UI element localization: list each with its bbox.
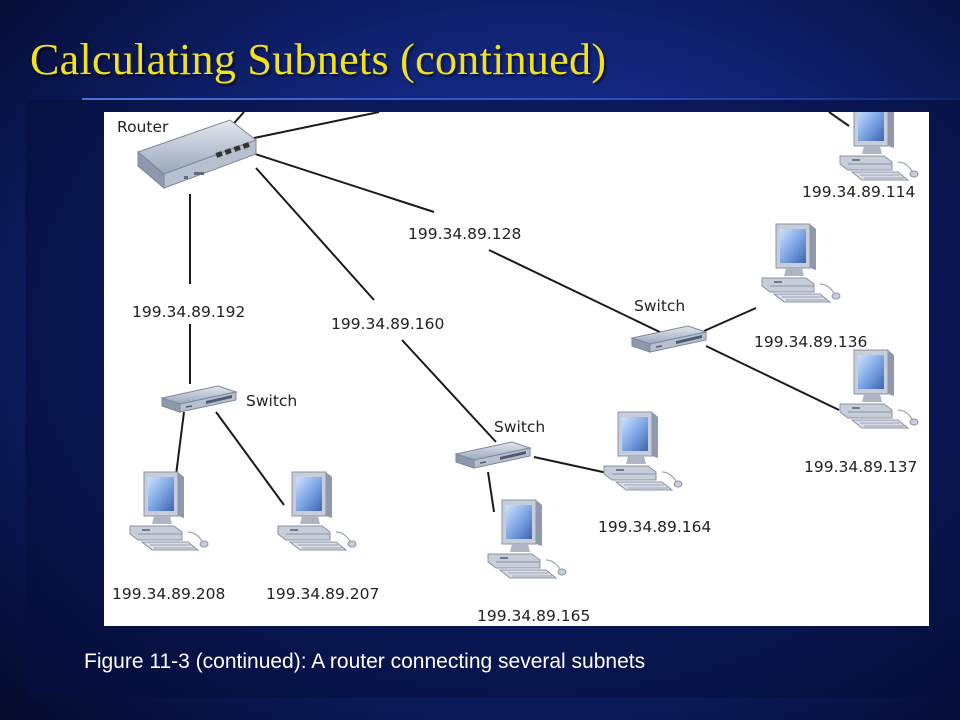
switch-icon [631, 325, 707, 353]
connection-lines [175, 112, 850, 513]
switch-label-160: Switch [494, 418, 545, 436]
host-label-114: 199.34.89.114 [802, 183, 915, 201]
host-label-137: 199.34.89.137 [804, 458, 917, 476]
computer-icon [761, 223, 841, 303]
host-label-136: 199.34.89.136 [754, 333, 867, 351]
host-label-207: 199.34.89.207 [266, 585, 379, 603]
title-underline [82, 98, 960, 100]
computer-icon [603, 411, 683, 491]
router-icon [137, 119, 258, 190]
figure-caption: Figure 11-3 (continued): A router connec… [84, 650, 646, 673]
router-label: Router [117, 118, 169, 136]
computer-icon [839, 112, 919, 181]
switch-icon [455, 441, 531, 469]
network-diagram: Router Switch Switch Switch 199.34.89.12… [104, 112, 929, 626]
slide-title: Calculating Subnets (continued) [30, 35, 607, 84]
switch-label-128: Switch [634, 297, 685, 315]
computer-icon [487, 499, 567, 579]
subnet-label-192: 199.34.89.192 [132, 303, 245, 321]
subnet-label-128: 199.34.89.128 [408, 225, 521, 243]
host-label-208: 199.34.89.208 [112, 585, 225, 603]
host-label-164: 199.34.89.164 [598, 518, 711, 536]
computer-icon [277, 471, 357, 551]
host-label-165: 199.34.89.165 [477, 607, 590, 625]
switch-icon [161, 385, 237, 413]
computer-icon [129, 471, 209, 551]
subnet-label-160: 199.34.89.160 [331, 315, 444, 333]
computer-icon [839, 349, 919, 429]
switch-label-192: Switch [246, 392, 297, 410]
